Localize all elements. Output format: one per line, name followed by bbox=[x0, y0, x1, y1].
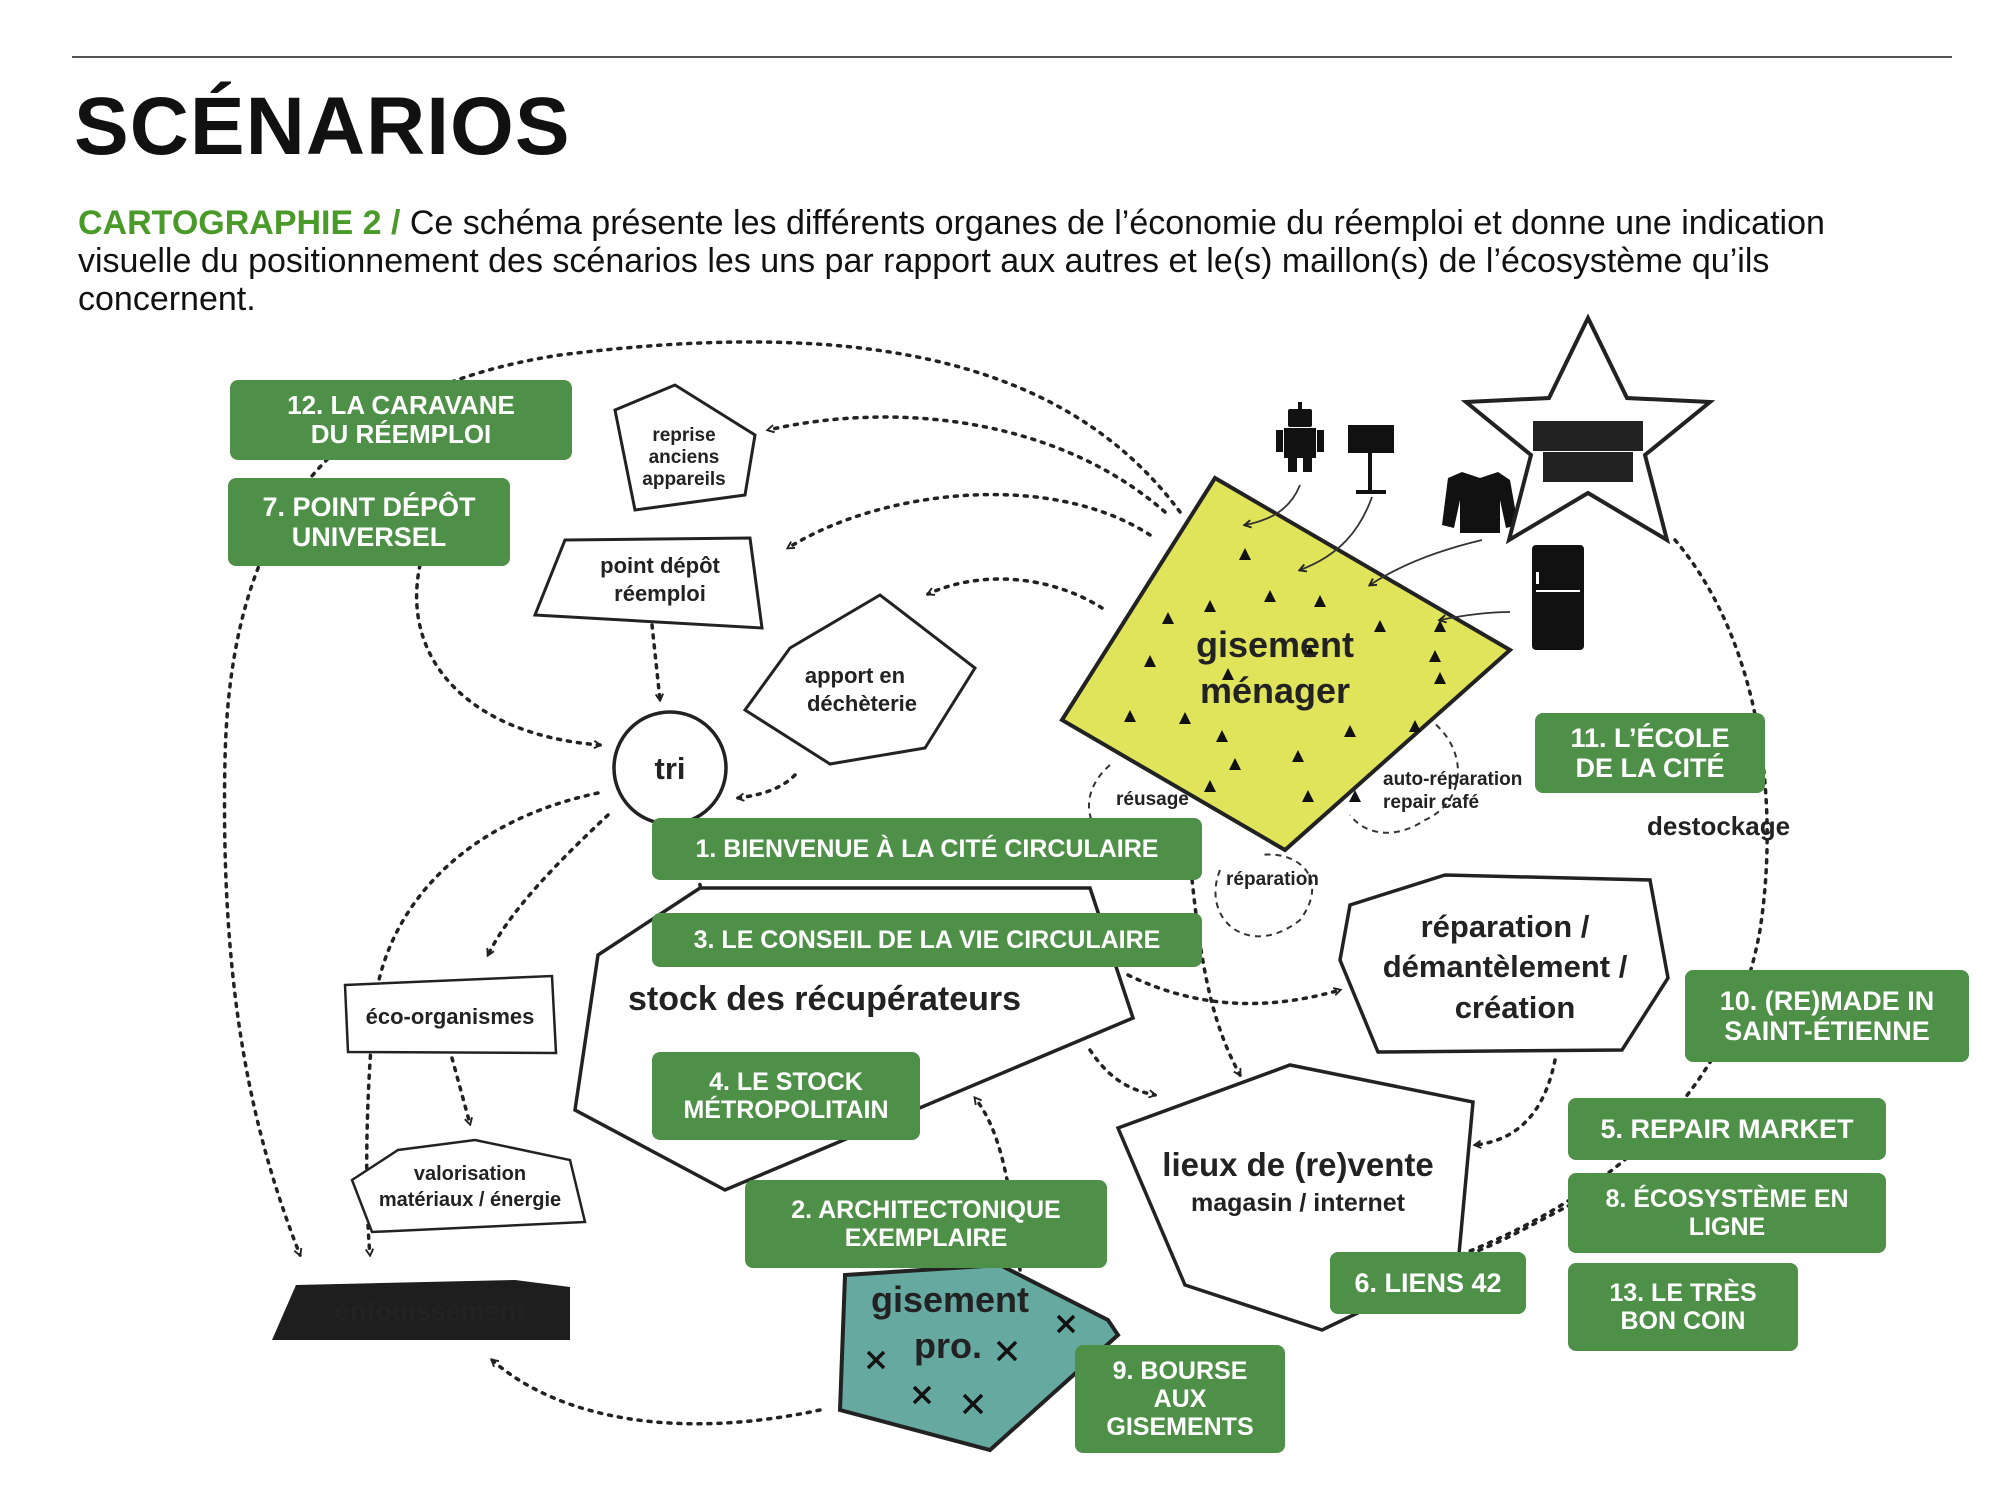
scenario-4-button[interactable]: 4. LE STOCK MÉTROPOLITAIN bbox=[652, 1052, 920, 1140]
description-lead: CARTOGRAPHIE 2 / bbox=[78, 204, 401, 242]
gisement-menager-triangles bbox=[1124, 548, 1446, 802]
scenario-2-button[interactable]: 2. ARCHITECTONIQUE EXEMPLAIRE bbox=[745, 1180, 1107, 1268]
enfouissement-label: enfouissement bbox=[335, 1296, 526, 1326]
reparation-loop-shape bbox=[1214, 853, 1314, 938]
reprise-line-1: reprise bbox=[652, 425, 715, 446]
to-point-depot-arrow bbox=[788, 492, 1152, 550]
gisement-menager-line-2: ménager bbox=[1200, 670, 1350, 711]
apport-line-2: déchèterie bbox=[807, 691, 917, 716]
reparation-loop-label: réparation bbox=[1226, 869, 1319, 890]
reusage-loop bbox=[1087, 764, 1131, 851]
gisement-menager-node: gisement ménager bbox=[1059, 475, 1514, 853]
scenario-1-button[interactable]: 1. BIENVENUE À LA CITÉ CIRCULAIRE bbox=[652, 818, 1202, 880]
reparation-line-3: création bbox=[1455, 990, 1576, 1025]
stock-to-reparation-arrow bbox=[1126, 973, 1340, 1006]
scenario-6-button[interactable]: 6. LIENS 42 bbox=[1330, 1252, 1526, 1314]
reprise-node: reprise anciens appareils bbox=[613, 383, 757, 512]
scenario-10-button[interactable]: 10. (RE)MADE IN SAINT-ÉTIENNE bbox=[1685, 970, 1969, 1062]
gisement-pro-crosses bbox=[866, 1314, 1076, 1415]
apport-node: apport en déchèterie bbox=[742, 593, 977, 766]
stock-neuf-line-2: NEUF bbox=[1553, 452, 1624, 482]
stock-neuf-line-1: STOCK bbox=[1543, 421, 1634, 451]
apport-to-tri-arrow bbox=[738, 773, 797, 798]
point-depot-node: point dépôt réemploi bbox=[532, 536, 764, 630]
destockage-label: destockage bbox=[1647, 811, 1790, 841]
local-loops bbox=[1087, 711, 1459, 938]
scenario-9-button[interactable]: 9. BOURSE AUX GISEMENTS bbox=[1075, 1345, 1285, 1453]
destockage-arrow bbox=[1458, 538, 1769, 1257]
depot-to-tri-arrow bbox=[650, 623, 660, 700]
reprise-line-3: appareils bbox=[642, 469, 725, 490]
menager-to-lieux-arrow bbox=[1188, 858, 1242, 1075]
point-depot-line-2: réemploi bbox=[614, 581, 706, 606]
lieux-revente-line-2: magasin / internet bbox=[1191, 1189, 1406, 1217]
eco-organismes-node: éco-organismes bbox=[343, 974, 558, 1055]
valorisation-node: valorisation matériaux / énergie bbox=[350, 1138, 587, 1234]
scenario-5-button[interactable]: 5. REPAIR MARKET bbox=[1568, 1098, 1886, 1160]
robot-icon bbox=[1276, 402, 1324, 472]
scenario-8-button[interactable]: 8. ÉCOSYSTÈME EN LIGNE bbox=[1568, 1173, 1886, 1253]
left-to-tri-arrow bbox=[414, 563, 600, 745]
description-text: Ce schéma présente les différents organe… bbox=[78, 204, 1825, 318]
page-description: CARTOGRAPHIE 2 / Ce schéma présente les … bbox=[78, 204, 1918, 318]
reparation-to-lieux-arrow bbox=[1475, 1058, 1557, 1145]
reparation-line-2: démantèlement / bbox=[1383, 949, 1628, 984]
sweater-icon bbox=[1442, 472, 1518, 533]
lieux-revente-line-1: lieux de (re)vente bbox=[1162, 1146, 1433, 1183]
scenario-11-button[interactable]: 11. L’ÉCOLE DE LA CITÉ bbox=[1535, 713, 1765, 793]
reusage-label: réusage bbox=[1116, 789, 1189, 810]
fridge-icon bbox=[1532, 545, 1584, 650]
eco-organismes-label: éco-organismes bbox=[366, 1004, 535, 1029]
auto-reparation-line-2: repair café bbox=[1383, 792, 1479, 813]
star-icon: STOCK NEUF bbox=[1460, 313, 1716, 545]
reparation-node: réparation / démantèlement / création bbox=[1338, 873, 1670, 1054]
scenario-13-button[interactable]: 13. LE TRÈS BON COIN bbox=[1568, 1263, 1798, 1351]
reparation-line-1: réparation / bbox=[1421, 909, 1590, 944]
tri-label: tri bbox=[655, 751, 686, 786]
scenario-12-button[interactable]: 12. LA CARAVANE DU RÉEMPLOI bbox=[230, 380, 572, 460]
gisement-menager-line-1: gisement bbox=[1196, 624, 1354, 665]
gisement-pro-line-1: gisement bbox=[871, 1279, 1029, 1320]
to-apport-arrow bbox=[928, 577, 1104, 610]
auto-reparation-line-1: auto-réparation bbox=[1383, 769, 1522, 790]
stock-recuperateurs-label: stock des récupérateurs bbox=[628, 980, 1021, 1018]
tri-node: tri bbox=[612, 710, 728, 826]
pro-to-enfouissement-arrow bbox=[492, 1360, 822, 1426]
lamp-icon bbox=[1348, 425, 1394, 494]
valorisation-line-1: valorisation bbox=[414, 1163, 526, 1185]
reprise-line-2: anciens bbox=[649, 447, 720, 468]
to-reprise-arrow bbox=[768, 415, 1167, 514]
eco-to-valorisation-arrow bbox=[450, 1056, 470, 1124]
apport-line-1: apport en bbox=[805, 663, 905, 688]
stock-to-lieux-arrow bbox=[1088, 1048, 1155, 1095]
point-depot-line-1: point dépôt bbox=[600, 553, 720, 578]
icon-connectors bbox=[1245, 484, 1511, 620]
scenario-7-button[interactable]: 7. POINT DÉPÔT UNIVERSEL bbox=[228, 478, 510, 566]
gisement-pro-node: gisement pro. bbox=[837, 1262, 1121, 1453]
header-rule bbox=[72, 56, 1952, 58]
tri-to-eco-arrow bbox=[486, 813, 610, 955]
scenario-3-button[interactable]: 3. LE CONSEIL DE LA VIE CIRCULAIRE bbox=[652, 913, 1202, 967]
valorisation-line-2: matériaux / énergie bbox=[379, 1189, 561, 1211]
page-title: SCÉNARIOS bbox=[74, 81, 571, 172]
gisement-pro-line-2: pro. bbox=[914, 1325, 982, 1366]
enfouissement-node: enfouissement bbox=[272, 1280, 570, 1340]
